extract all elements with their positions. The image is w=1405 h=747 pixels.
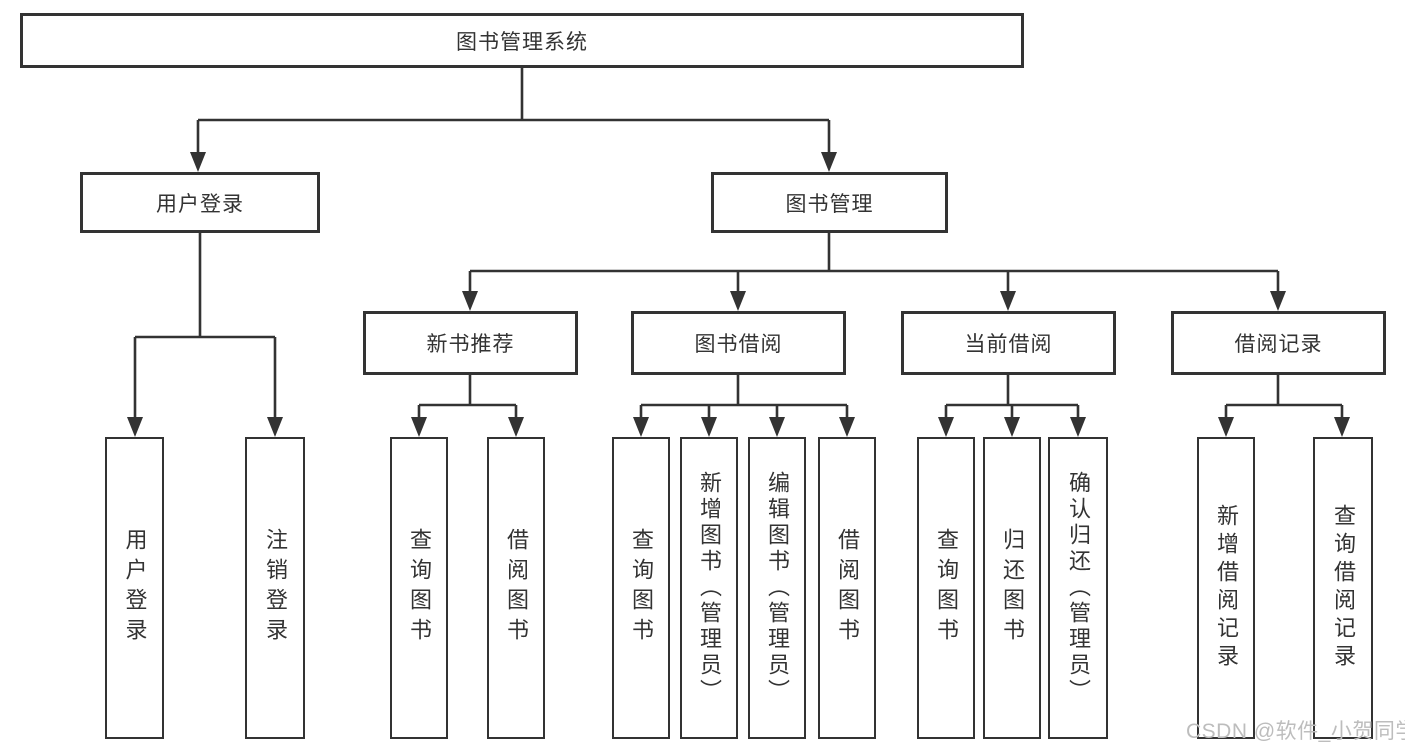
watermark-text: CSDN @软件_小贺同学 [1186, 720, 1405, 743]
node-user-login: 用户登录 [80, 172, 320, 233]
node-borrowing-records: 借阅记录 [1171, 311, 1386, 375]
leaf-add-borrowing-record: 新增借阅记录 [1197, 437, 1255, 739]
node-book-borrowing: 图书借阅 [631, 311, 846, 375]
node-library-system: 图书管理系统 [20, 13, 1024, 68]
leaf-query-borrowing-record: 查询借阅记录 [1313, 437, 1373, 739]
node-new-book-recommendation: 新书推荐 [363, 311, 578, 375]
node-current-borrowing: 当前借阅 [901, 311, 1116, 375]
leaf-borrow-books-recommendation: 借阅图书 [487, 437, 545, 739]
leaf-edit-books-admin: 编辑图书（管理员） [748, 437, 806, 739]
leaf-borrow-books-borrowing: 借阅图书 [818, 437, 876, 739]
leaf-query-books-borrowing: 查询图书 [612, 437, 670, 739]
node-book-management: 图书管理 [711, 172, 948, 233]
leaf-add-books-admin: 新增图书（管理员） [680, 437, 738, 739]
leaf-user-login: 用户登录 [105, 437, 164, 739]
leaf-query-books-current: 查询图书 [917, 437, 975, 739]
leaf-query-books-recommendation: 查询图书 [390, 437, 448, 739]
leaf-confirm-return-admin: 确认归还（管理员） [1048, 437, 1108, 739]
leaf-return-books: 归还图书 [983, 437, 1041, 739]
leaf-logout: 注销登录 [245, 437, 305, 739]
